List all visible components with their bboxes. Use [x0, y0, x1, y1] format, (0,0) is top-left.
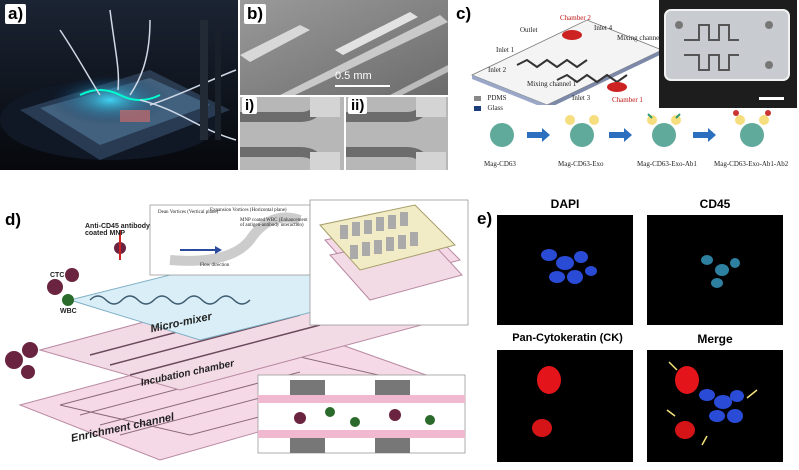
- panel-b-label: b): [244, 4, 267, 24]
- chip-label-outlet: Outlet: [520, 26, 538, 34]
- chip-label-inlet3: Inlet 3: [572, 94, 591, 102]
- bead-step-4: [733, 110, 771, 147]
- chip-label-inlet4: Inlet 4: [594, 24, 613, 32]
- merge-image: [647, 350, 783, 462]
- panel-d-label: d): [5, 210, 22, 229]
- panel-a-photo: a): [0, 0, 238, 170]
- chip-label-chamber1: Chamber 1: [612, 96, 643, 104]
- micro-mixer-diagram: [5, 199, 469, 461]
- ck-title: Pan-Cytokeratin (CK): [512, 332, 623, 344]
- device-photo: [659, 0, 797, 108]
- panel-e-label: e): [477, 209, 493, 228]
- chip-schematic: [471, 19, 663, 105]
- legend-pdms-text: PDMS: [487, 94, 507, 102]
- ck-image: [497, 350, 633, 462]
- panel-c-label: c): [456, 4, 472, 23]
- sem-image: [240, 0, 448, 95]
- panel-b-sub-i: i): [242, 97, 258, 114]
- microfluidic-setup-photo: [0, 0, 238, 170]
- step-label-3: Mag-CD63-Exo-Ab1: [637, 160, 697, 168]
- legend-pdms: PDMS: [474, 88, 507, 106]
- dapi-title: DAPI: [550, 197, 580, 211]
- step-label-4: Mag-CD63-Exo-Ab1-Ab2: [714, 160, 789, 168]
- wbc-label: WBC: [60, 308, 77, 315]
- chip-label-inlet2: Inlet 2: [488, 66, 507, 74]
- cd45-image: [647, 215, 783, 325]
- glass-swatch: [474, 106, 481, 111]
- step-label-1: Mag-CD63: [484, 160, 516, 168]
- antibody-mnp-label: Anti-CD45 antibody coated MNP: [85, 223, 150, 237]
- scale-bar-label: 0.5 mm: [335, 70, 372, 82]
- pdms-swatch: [474, 96, 481, 101]
- panel-c: Chamber 2 Inlet 4 Mixing channel 2 Outle…: [452, 0, 799, 175]
- chip-label-mixing1: Mixing channel 1: [527, 80, 577, 88]
- chip-label-inlet1: Inlet 1: [496, 46, 515, 54]
- mnp-coated-wbc-label: MNP coated WBC (Enhancement of antigen-a…: [240, 218, 308, 228]
- micrograph-i: [240, 97, 344, 170]
- bead-step-2: [565, 115, 599, 147]
- step-arrows: [527, 128, 716, 142]
- flow-direction-label: Flow direction: [200, 263, 230, 268]
- panel-e: DAPI CD45 Pan-Cytokeratin (CK) Merge: [475, 195, 799, 470]
- chip-label-mixing2: Mixing channel 2: [617, 34, 667, 42]
- dapi-image: [497, 215, 633, 325]
- panel-b: 0.5 mm i) ii) b): [240, 0, 448, 170]
- panel-b-sub-ii: ii): [348, 97, 368, 114]
- step-label-2: Mag-CD63-Exo: [558, 160, 604, 168]
- merge-title: Merge: [697, 332, 733, 346]
- panel-d: Anti-CD45 antibody coated MNP CTC WBC De…: [0, 190, 470, 470]
- legend-glass: Glass: [474, 98, 504, 116]
- expansion-vortices-label: Expansion Vortices (Horizontal plane): [210, 208, 287, 213]
- dean-vortices-label: Dean Vortices (Vertical plane): [158, 210, 219, 215]
- ctc-label: CTC: [50, 272, 65, 279]
- legend-glass-text: Glass: [487, 104, 504, 112]
- cd45-title: CD45: [699, 197, 731, 211]
- bead-step-3: [647, 113, 681, 147]
- chip-label-chamber2: Chamber 2: [560, 14, 591, 22]
- panel-a-label: a): [5, 4, 27, 24]
- bead-step-1: [490, 123, 514, 147]
- exosome-capture-steps: [490, 110, 771, 147]
